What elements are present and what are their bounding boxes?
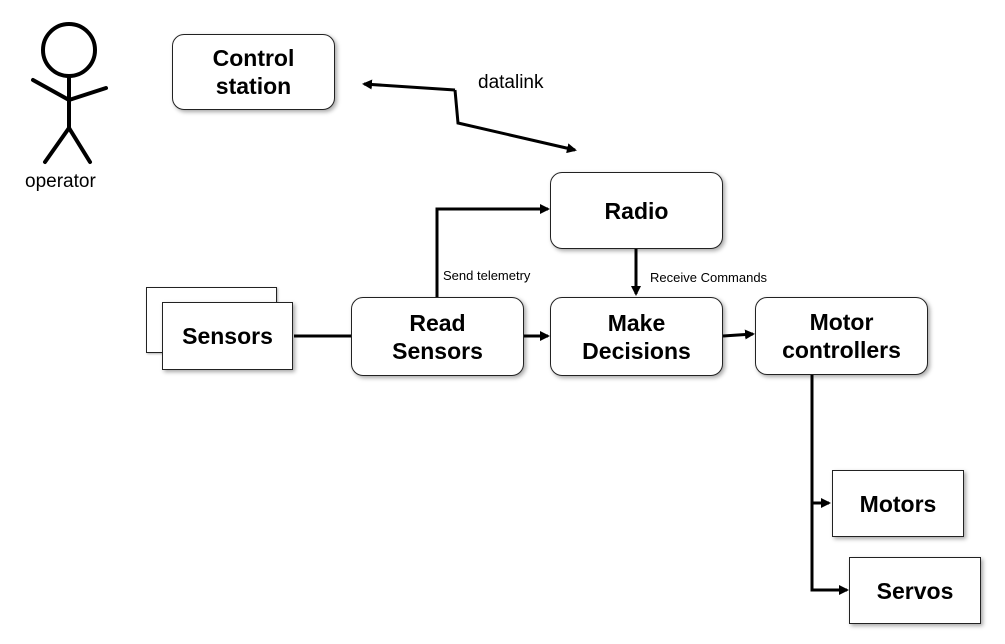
control-station-text: Control station <box>212 45 295 99</box>
telemetry-arrow <box>435 204 550 297</box>
send-telemetry-label: Send telemetry <box>443 268 531 283</box>
datalink-label: datalink <box>478 72 544 93</box>
control-station-node: Control station <box>172 34 335 110</box>
datalink-connector <box>362 79 577 154</box>
decisions-to-controllers-arrow <box>722 329 755 340</box>
make-decisions-text: Make Decisions <box>582 309 691 364</box>
sensors-text: Sensors <box>182 323 273 349</box>
make-decisions-node: Make Decisions <box>550 297 723 376</box>
read-sensors-text: Read Sensors <box>392 309 483 364</box>
servos-text: Servos <box>876 577 954 604</box>
radio-text: Radio <box>604 197 669 224</box>
motors-node: Motors <box>832 470 964 537</box>
operator-label: operator <box>25 171 96 192</box>
read-sensors-node: Read Sensors <box>351 297 524 376</box>
motor-controllers-node: Motor controllers <box>755 297 928 375</box>
servos-node: Servos <box>849 557 981 624</box>
motors-text: Motors <box>859 490 937 517</box>
operator-figure-icon <box>31 22 108 164</box>
controllers-to-servos-arrow <box>810 375 849 595</box>
receive-commands-label: Receive Commands <box>650 270 768 285</box>
radio-node: Radio <box>550 172 723 249</box>
motor-controllers-text: Motor controllers <box>782 309 901 363</box>
sensors-node: Sensors <box>162 302 293 370</box>
